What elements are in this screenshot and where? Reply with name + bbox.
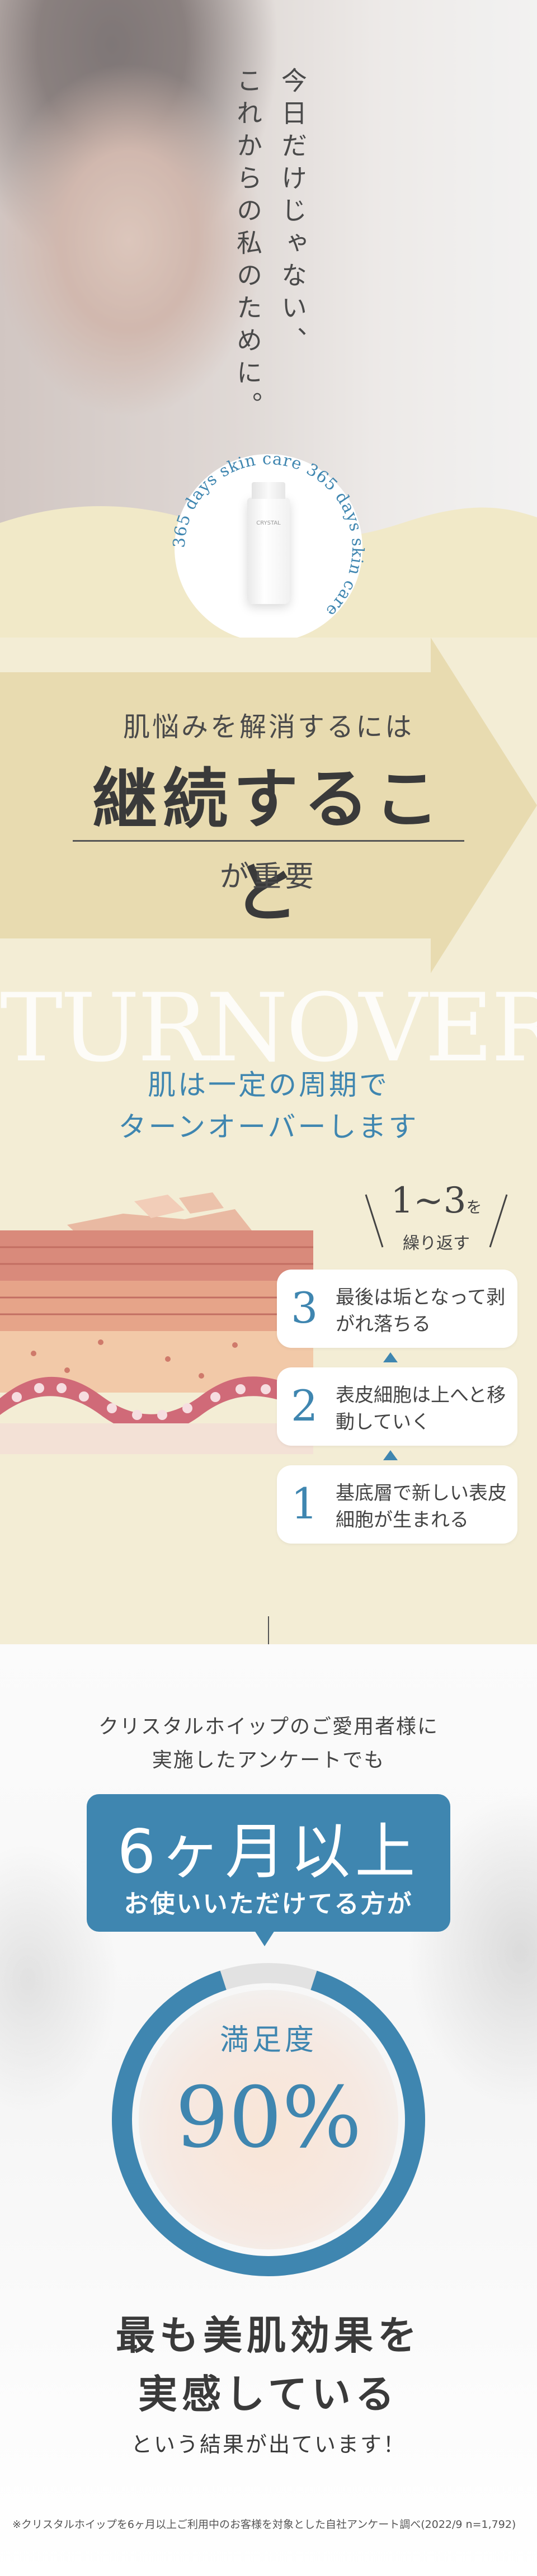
arrow-section: 肌悩みを解消するには 継続すること が重要 (0, 638, 537, 973)
range-value: 1~3を (390, 1180, 482, 1221)
step-text: 最後は垢となって剥がれ落ちる (336, 1286, 506, 1336)
bottle-cap (252, 482, 285, 499)
badge-big-text: 6ヶ月以上 (117, 1817, 420, 1887)
product-circle-section: 365 days skin care 365 days skin care CR… (0, 436, 537, 671)
turnover-line-1: 肌は一定の周期で (148, 1069, 389, 1101)
donut-label: 満足度 (219, 2023, 317, 2057)
survey-intro-2: 実施したアンケートでも (152, 1749, 385, 1772)
badge-pointer (255, 1931, 275, 1946)
cycle-range: 1~3を 繰り返す (358, 1180, 515, 1270)
hero-copy-line-2: これからの私のために。 (233, 67, 263, 424)
arrow-heading: 肌悩みを解消するには (123, 711, 414, 743)
step-text: 表皮細胞は上へと移動していく (336, 1384, 506, 1433)
turnover-section: TURNOVER 肌は一定の周期で ターンオーバーします (0, 973, 537, 1644)
survey-section: クリスタルホイップのご愛用者様に 実施したアンケートでも 6ヶ月以上 お使いいた… (0, 1644, 537, 2576)
duration-badge: 6ヶ月以上 お使いいただけてる方が (87, 1794, 450, 1932)
hero-copy-line-1: 今日だけじゃない、 (277, 67, 308, 359)
step-number: 3 (291, 1283, 318, 1333)
keyword-underline (73, 840, 464, 842)
result-line-3: という結果が出ています！ (130, 2432, 406, 2457)
arrow-subheading: が重要 (219, 860, 317, 894)
turnover-line-2: ターンオーバーします (118, 1111, 419, 1143)
arrow-keyword: 継続すること (92, 761, 445, 931)
up-arrow-icon (383, 1352, 398, 1362)
survey-intro-1: クリスタルホイップのご愛用者様に (98, 1715, 439, 1738)
turnover-bg-word: TURNOVER (0, 973, 537, 1083)
range-subtext: 繰り返す (403, 1234, 470, 1253)
hero-photo-overlay (0, 0, 537, 537)
range-slashes (365, 1194, 508, 1248)
step-number: 1 (291, 1479, 318, 1528)
step-card-1: 1 基底層で新しい表皮細胞が生まれる (277, 1465, 517, 1544)
donut-arc (112, 1963, 425, 2276)
satisfaction-donut (112, 1963, 425, 2276)
bottle-label: CRYSTAL (256, 520, 281, 526)
donut-value: 90% (175, 2069, 362, 2167)
step-number: 2 (291, 1381, 318, 1431)
skin-layer-illustration (0, 1174, 313, 1454)
footnote: ※クリスタルホイップを6ヶ月以上ご利用中のお客様を対象とした自社アンケート調べ(… (12, 2518, 516, 2531)
hero-section: 今日だけじゃない、 これからの私のために。 (0, 0, 537, 537)
wave-divider (0, 506, 537, 537)
product-bottle: CRYSTAL (247, 482, 290, 604)
big-arrow-shape (0, 638, 537, 973)
section-divider-line (268, 1616, 269, 1644)
step-card-3: 3 最後は垢となって剥がれ落ちる (277, 1270, 517, 1348)
badge-sub-text: お使いいただけてる方が (124, 1890, 413, 1918)
result-line-1: 最も美肌効果を (116, 2313, 421, 2358)
step-text: 基底層で新しい表皮細胞が生まれる (336, 1482, 507, 1531)
up-arrow-icon (383, 1450, 398, 1460)
result-line-2: 実感している (138, 2371, 399, 2417)
step-card-2: 2 表皮細胞は上へと移動していく (277, 1367, 517, 1446)
